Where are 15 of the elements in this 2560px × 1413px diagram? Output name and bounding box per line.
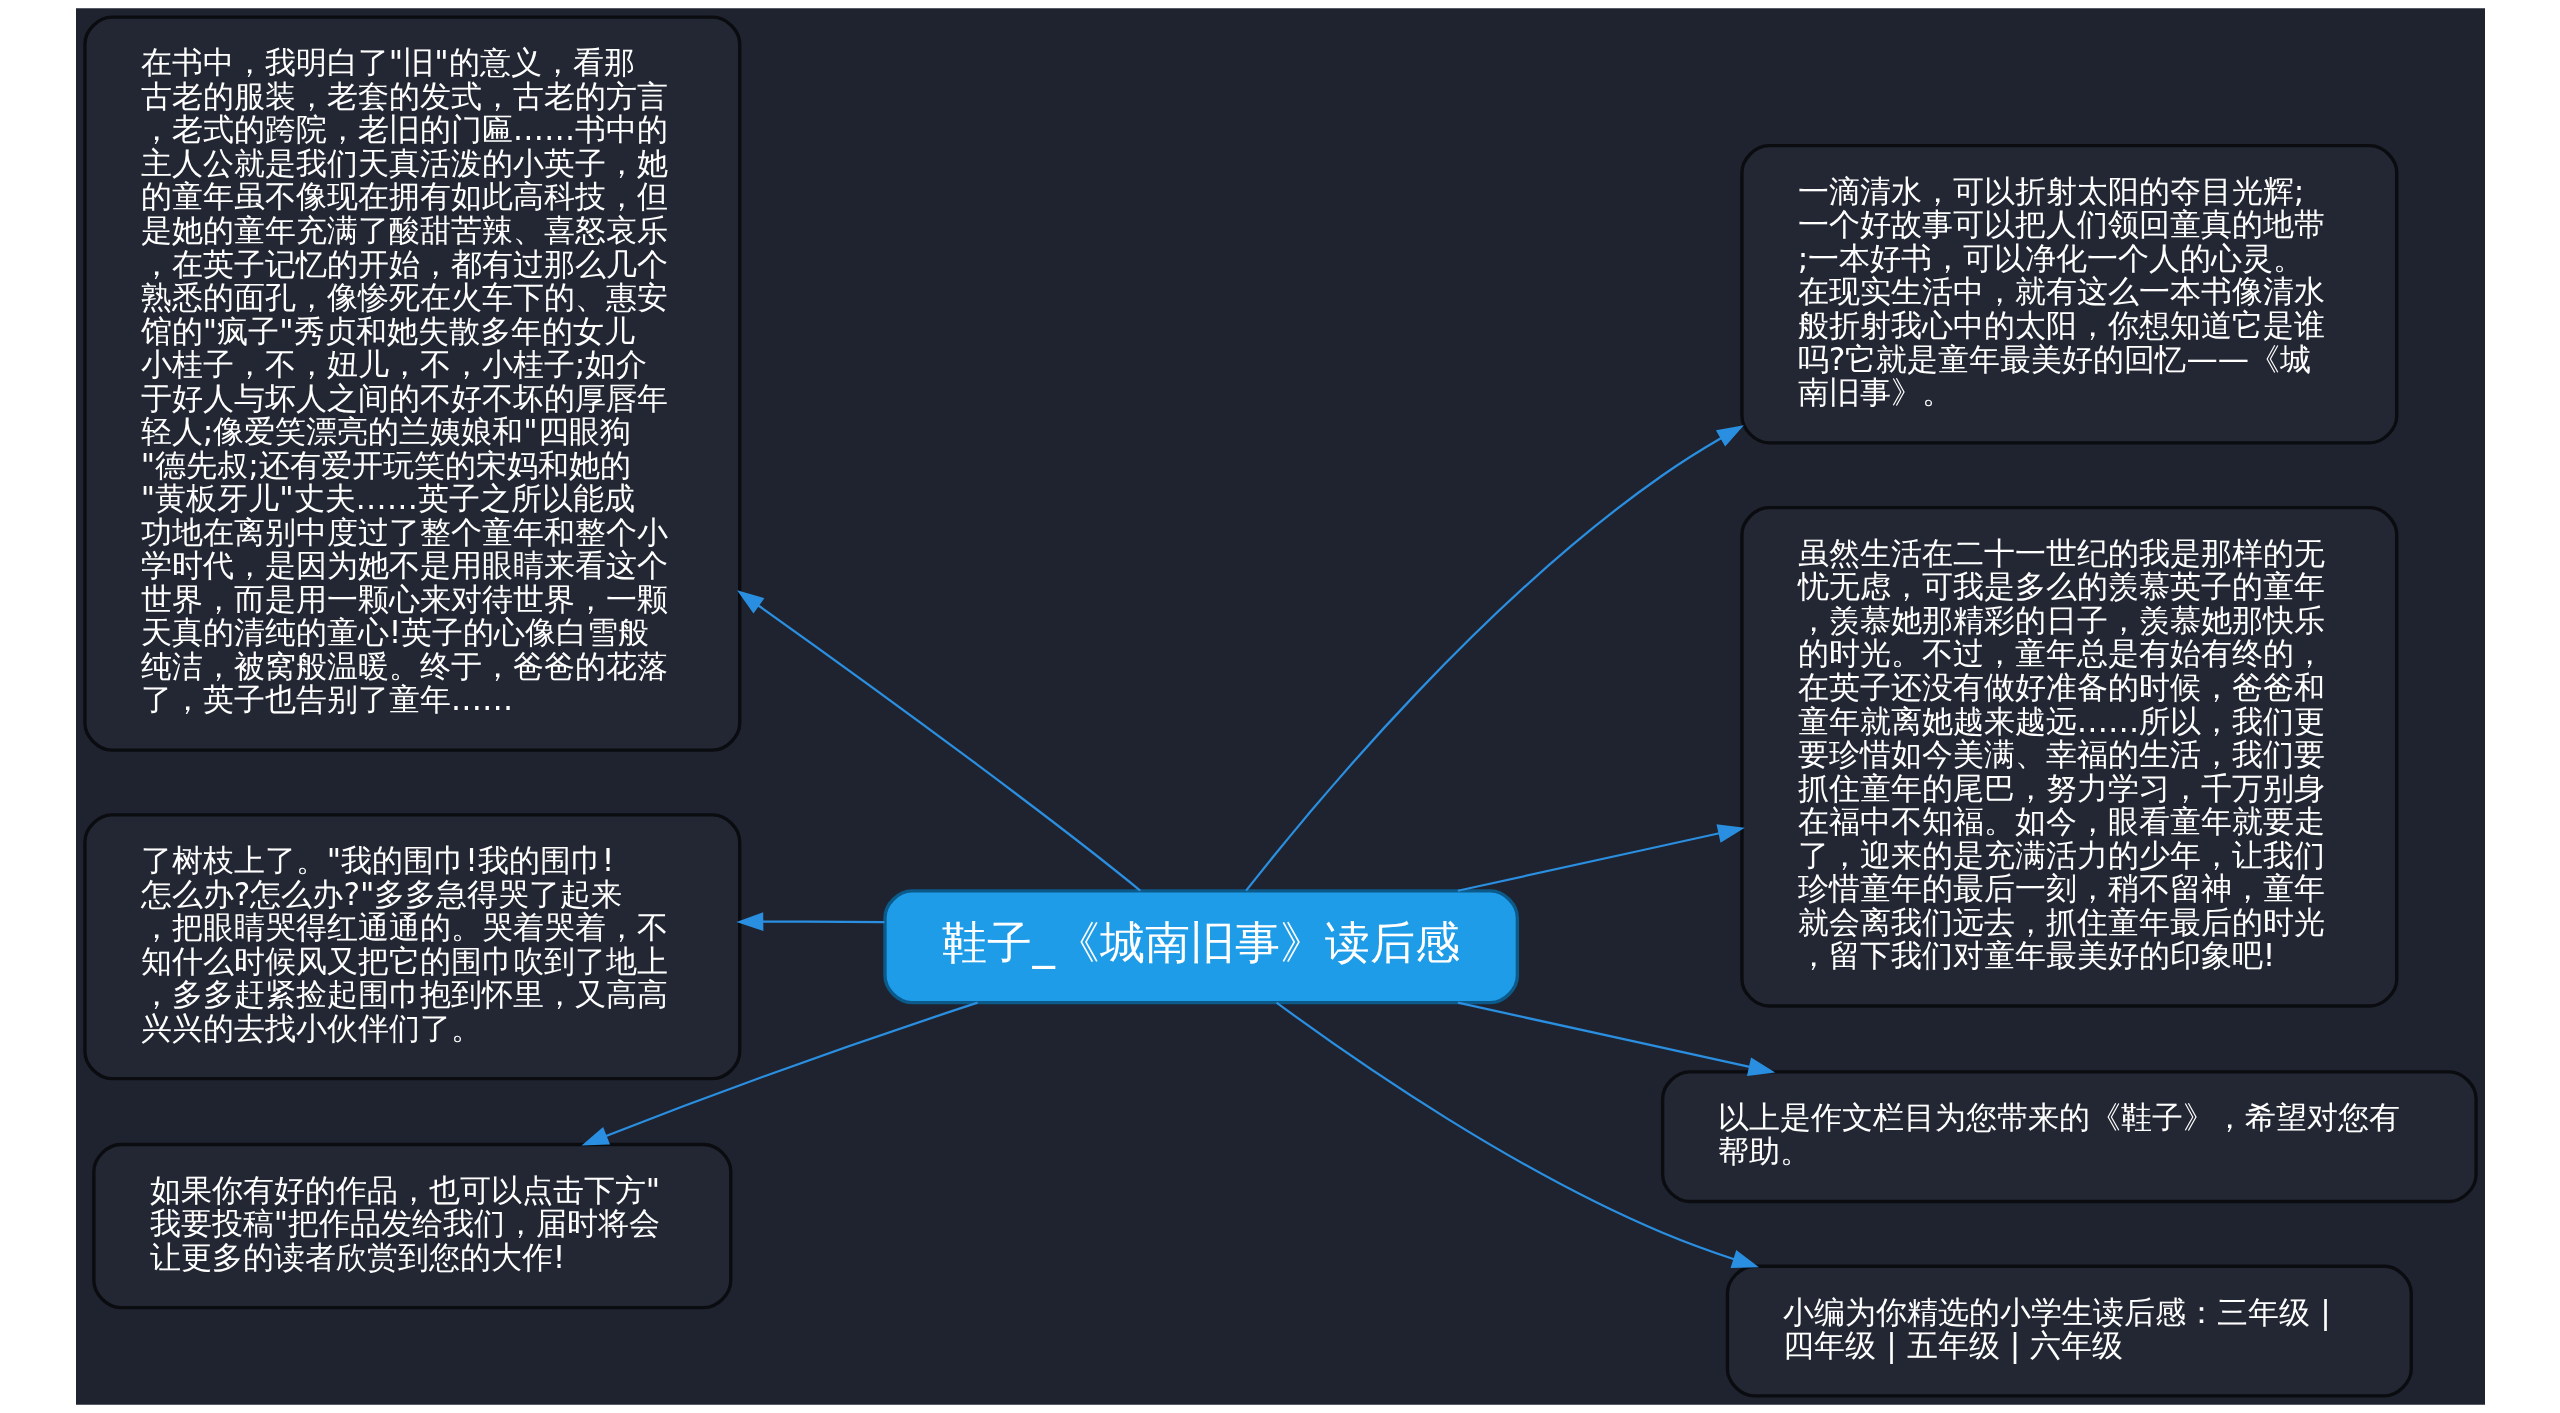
- arrow: [1244, 425, 1744, 892]
- arrow: [1275, 1001, 1759, 1268]
- arrow: [735, 912, 884, 932]
- node-box: 在书中，我明白了"旧"的意义，看那古老的服装，老套的发式，古老的方言，老式的跨院，老旧的门匾……书中的主人公就是我们天真活泼的小英子，她的童年虽不像现在拥有如此高科技，但是她的童年充满了酸甜苦辣、喜怒哀乐，在英子记忆的开始，都有过那么几个熟悉的面孔，像惨死在火车下的、惠安馆的"疯子"秀贞和她失散多年的女儿小桂子，不，妞儿，不，小桂子;如介于好人与坏人之间的不好不坏的厚唇年轻人;像爱笑漂亮的兰姨娘和"四眼狗"德先叔;还有爱开玩笑的宋妈和她的"黄板牙儿"丈夫……英子之所以能成功地在离别中度过了整个童年和整个小学时代，是因为她不是用眼睛来看这个世界，而是用一颗心来对待世界，一颗天真的清纯的童心!英子的心像白雪般纯洁，被窝般温暖。终于，爸爸的花落了，英子也告别了童年……: [82, 15, 741, 752]
- node-box: 鞋子_《城南旧事》读后感: [882, 889, 1519, 1005]
- arrow: [581, 1001, 978, 1146]
- node-box: 虽然生活在二十一世纪的我是那样的无忧无虑，可我是多么的羡慕英子的童年，羡慕她那精彩的日子，羡慕她那快乐的时光。不过，童年总是有始有终的，在英子还没有做好准备的时候，爸爸和童年就离她越来越远……所以，我们更要珍惜如今美满、幸福的生活，我们要抓住童年的尾巴，努力学习，千万别身在福中不知福。如今，眼看童年就要走了，迎来的是充满活力的少年，让我们珍惜童年的最后一刻，稍不留神，童年就会离我们远去，抓住童年最后的时光，留下我们对童年最美好的印象吧!: [1739, 505, 2398, 1008]
- node-box: 小编为你精选的小学生读后感：三年级 | 四年级 | 五年级 | 六年级: [1725, 1264, 2413, 1398]
- node-box: 了树枝上了。"我的围巾!我的围巾!怎么办?怎么办?"多多急得哭了起来，把眼睛哭得红通通的。哭着哭着，不知什么时候风又把它的围巾吹到了地上，多多赶紧捡起围巾抱到怀里，又高高兴兴的去找小伙伴们了。: [82, 813, 741, 1081]
- node-box: 如果你有好的作品，也可以点击下方"我要投稿"把作品发给我们，届时将会让更多的读者欣赏到您的大作!: [91, 1142, 732, 1310]
- arrow: [1457, 1001, 1775, 1076]
- arrow: [736, 590, 1141, 892]
- node-box: 一滴清水，可以折射太阳的夺目光辉;一个好故事可以把人们领回童真的地带;一本好书，可以净化一个人的心灵。在现实生活中，就有这么一本书像清水般折射我心中的太阳，你想知道它是谁吗?它就是童年最美好的回忆——《城南旧事》。: [1739, 143, 2398, 445]
- node-box: 以上是作文栏目为您带来的《鞋子》，希望对您有帮助。: [1660, 1070, 2478, 1204]
- arrow: [1457, 824, 1745, 892]
